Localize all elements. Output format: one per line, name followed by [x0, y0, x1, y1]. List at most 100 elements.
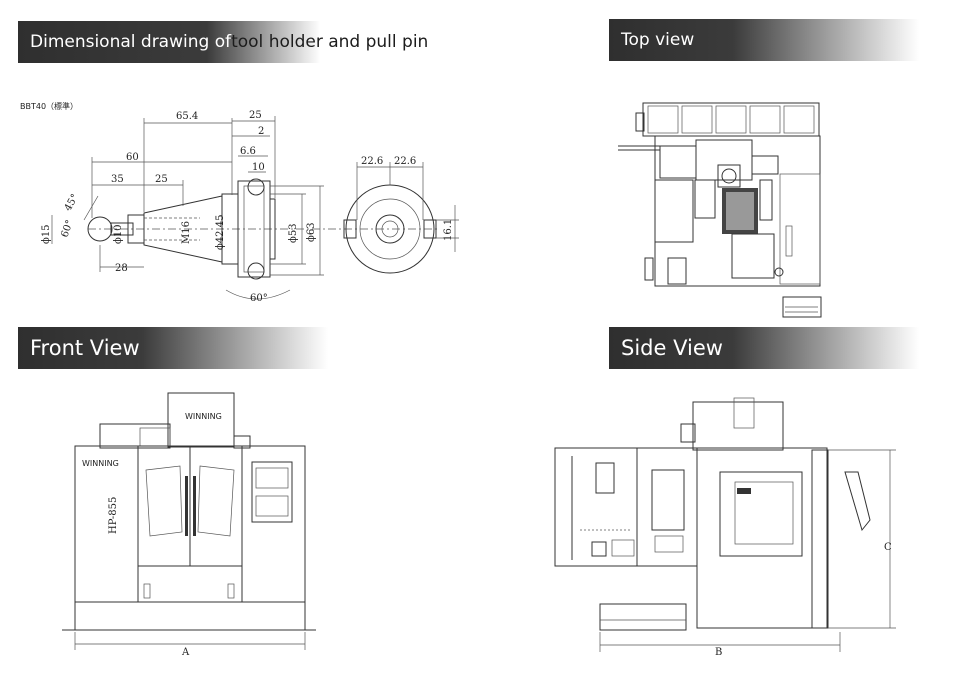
- dim-22-6b: 22.6: [394, 156, 416, 167]
- side-chip-conveyor: [599, 603, 687, 631]
- top-right-block: [779, 173, 821, 285]
- pull-stud-shank: [110, 222, 134, 236]
- side-cabinet-box: [611, 539, 635, 557]
- front-spindle-head: [167, 392, 235, 448]
- header-title-dark: tool holder and pull pin: [231, 32, 429, 52]
- dim-60deg-left: 60°: [59, 219, 75, 239]
- side-cabinet-label: [595, 462, 615, 494]
- standard-label: BBT40（標準）: [20, 101, 78, 111]
- top-part-c: [751, 155, 779, 175]
- front-lower-panel: [137, 565, 243, 603]
- end-view-key-left: [343, 219, 357, 239]
- side-view-drawing: C B: [554, 397, 896, 658]
- side-head-small: [680, 423, 696, 443]
- top-spindle-circle: [721, 168, 737, 184]
- front-view-header: Front View: [18, 327, 328, 369]
- dim-28: 28: [115, 263, 128, 274]
- front-control-screen-2: [255, 495, 289, 517]
- side-spindle-head: [692, 401, 784, 451]
- dim-10: 10: [252, 162, 265, 173]
- front-window-left: [145, 465, 183, 537]
- top-foot-right: [785, 225, 793, 257]
- dim-65-4: 65.4: [176, 111, 198, 122]
- end-view-inner: [375, 214, 405, 244]
- side-dim-b: B: [715, 647, 722, 658]
- dim-phi53: ϕ53: [288, 223, 299, 243]
- top-view-drawing: [618, 102, 822, 318]
- side-view-header: Side View: [609, 327, 919, 369]
- dim-45deg: 45°: [63, 192, 81, 213]
- end-view-bore: [381, 220, 399, 238]
- side-control-column: [636, 447, 698, 567]
- side-window-part: [737, 488, 751, 494]
- drive-key-top: [247, 178, 265, 196]
- top-rear-panel: [642, 102, 820, 137]
- front-dim-a: A: [181, 647, 190, 658]
- end-view-middle: [359, 198, 421, 260]
- dim-phi42-45: ϕ42.45: [215, 215, 226, 250]
- top-view-header: Top view: [609, 19, 919, 61]
- side-dim-c: C: [884, 542, 892, 553]
- dim-25-top: 25: [249, 110, 262, 121]
- dim-phi15: ϕ15: [41, 224, 52, 244]
- dim-60: 60: [126, 152, 139, 163]
- front-control-screen-1: [255, 467, 289, 489]
- top-part-a: [659, 145, 697, 179]
- dim-16-1: 16.1: [443, 219, 454, 241]
- drive-key-bottom: [247, 262, 265, 280]
- dim-25: 25: [155, 174, 168, 185]
- end-view-key-right: [423, 219, 437, 239]
- top-title-block: [782, 296, 822, 318]
- front-view-drawing: WINNING WINNING HP-855 A: [62, 392, 316, 658]
- dim-m16: M16: [181, 221, 192, 244]
- front-lower-knob-left: [143, 583, 151, 599]
- front-model-label: HP-855: [108, 497, 119, 534]
- dim-2: 2: [258, 126, 264, 137]
- front-cabinet-brand: WINNING: [82, 459, 119, 468]
- top-table-inner: [726, 192, 754, 230]
- front-handle-right: [193, 476, 196, 536]
- top-view-title: Top view: [621, 30, 695, 50]
- side-window-frame: [719, 471, 803, 557]
- top-rear-box-1: [647, 105, 679, 134]
- front-handle-left: [185, 476, 188, 536]
- top-part-d: [654, 179, 694, 243]
- side-bracket: [844, 471, 871, 532]
- side-view-title: Side View: [621, 336, 723, 360]
- side-head-motor: [733, 397, 755, 429]
- top-base-block: [731, 233, 775, 279]
- flange-end: [269, 198, 276, 260]
- top-rear-box-2: [681, 105, 713, 134]
- top-rear-box-5: [783, 105, 815, 134]
- front-base: [74, 601, 306, 631]
- side-machine-body: [696, 447, 828, 629]
- top-side-box: [635, 112, 645, 132]
- top-rear-box-4: [749, 105, 781, 134]
- side-rear-column: [811, 449, 829, 629]
- dim-60deg-bottom: 60°: [250, 293, 268, 304]
- side-control-panel: [651, 469, 685, 531]
- side-window-inner: [734, 481, 794, 545]
- top-spindle: [717, 164, 741, 188]
- front-view-title: Front View: [30, 336, 140, 360]
- header-title-light: Dimensional drawing of: [30, 32, 232, 52]
- front-lower-knob-right: [227, 583, 235, 599]
- arc-60-bottom: [225, 289, 291, 300]
- dimensional-drawing-header: Dimensional drawing of tool holder and p…: [18, 21, 438, 63]
- top-part-e: [694, 179, 716, 219]
- front-top-left-inner: [139, 427, 171, 447]
- side-control-plate: [654, 535, 684, 553]
- top-foot-mid: [667, 257, 687, 285]
- top-part-f: [759, 179, 773, 221]
- dim-phi10: ϕ10: [113, 224, 124, 244]
- dim-6-6: 6.6: [240, 146, 256, 157]
- front-control-panel: [251, 461, 293, 523]
- top-foot-left: [644, 257, 654, 281]
- front-top-left-box: [99, 423, 171, 449]
- tool-holder-drawing: BBT40（標準） 65.4 25 2 60 6.6 10: [20, 101, 459, 304]
- dim-22-6a: 22.6: [361, 156, 383, 167]
- dim-phi63: ϕ63: [306, 222, 317, 242]
- front-window-right: [197, 465, 235, 537]
- front-head-brand: WINNING: [185, 412, 222, 421]
